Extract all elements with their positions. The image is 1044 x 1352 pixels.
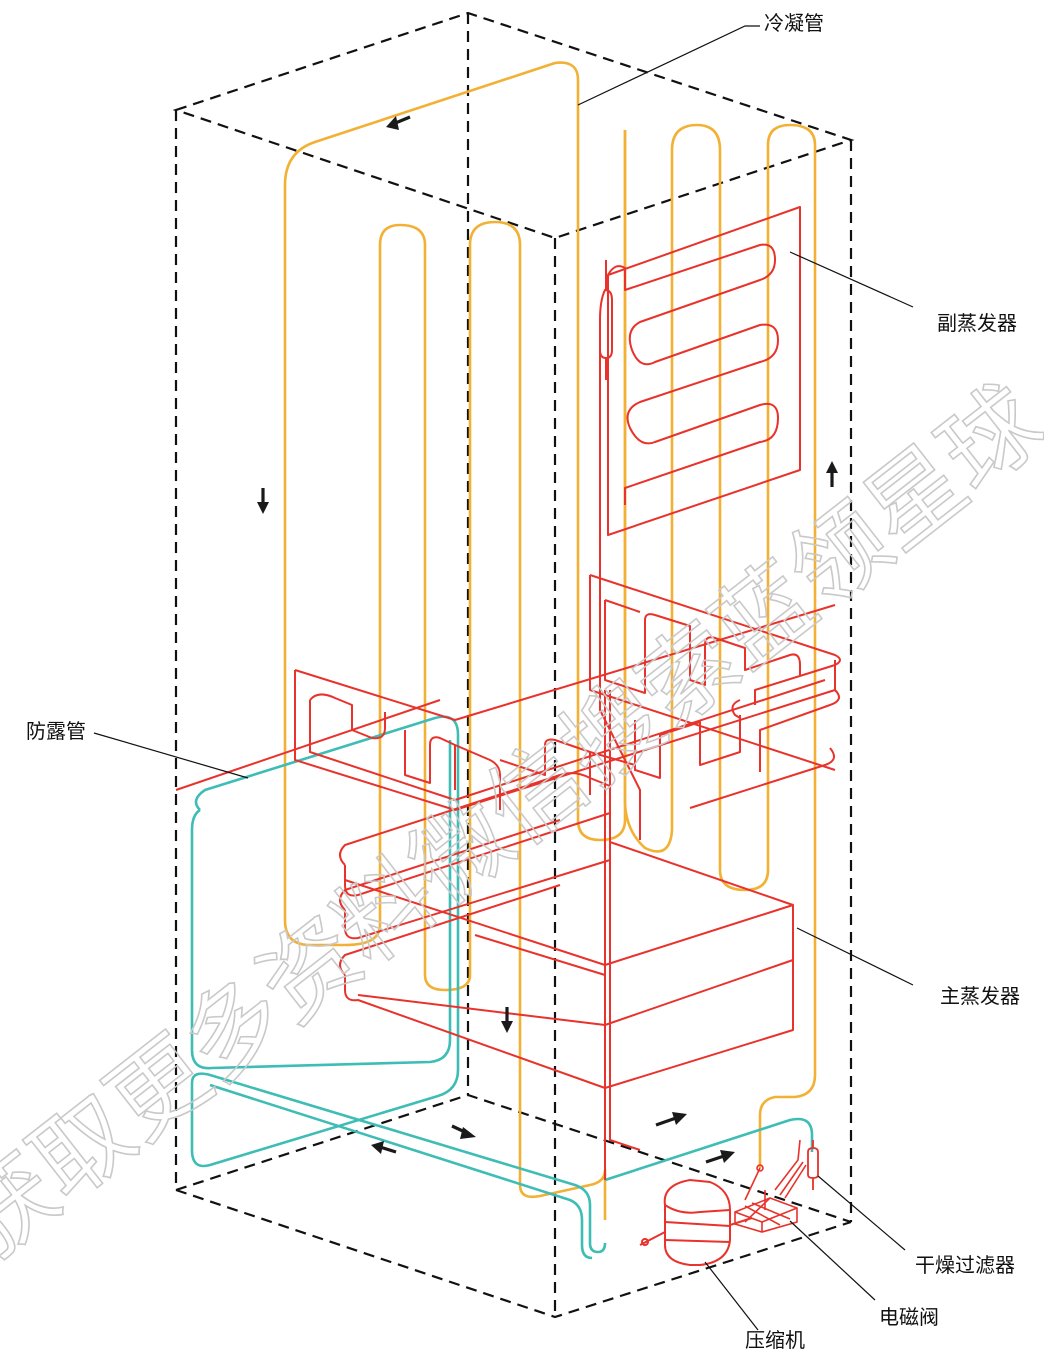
arrow-icon: [451, 1124, 476, 1139]
compressor: [639, 1178, 753, 1266]
flow-arrows: [257, 115, 838, 1164]
arrow-icon: [386, 115, 411, 130]
secondary-evaporator: [599, 206, 801, 536]
arrow-icon: [501, 1007, 513, 1033]
arrow-icon: [826, 461, 838, 487]
arrow-icon: [371, 1141, 397, 1154]
arrow-icon: [257, 488, 269, 514]
leader-lines: [93, 25, 914, 1331]
label-compressor: 压缩机: [745, 1328, 805, 1352]
label-dryer-filter: 干燥过滤器: [915, 1253, 1015, 1277]
watermark: 获取更多资料微信搜索蓝领星球: [0, 364, 1044, 1280]
label-solenoid-valve: 电磁阀: [879, 1305, 939, 1329]
label-secondary-evaporator: 副蒸发器: [937, 311, 1017, 335]
arrow-icon: [705, 1150, 735, 1164]
arrow-icon: [655, 1112, 687, 1127]
dryer-filter: [807, 1140, 819, 1190]
solenoid-valve: [734, 1139, 807, 1233]
label-main-evaporator: 主蒸发器: [940, 984, 1020, 1008]
label-anti-condensation-tube: 防露管: [26, 719, 86, 743]
main-evaporator: [175, 330, 841, 1180]
label-condenser-tube: 冷凝管: [764, 11, 824, 35]
